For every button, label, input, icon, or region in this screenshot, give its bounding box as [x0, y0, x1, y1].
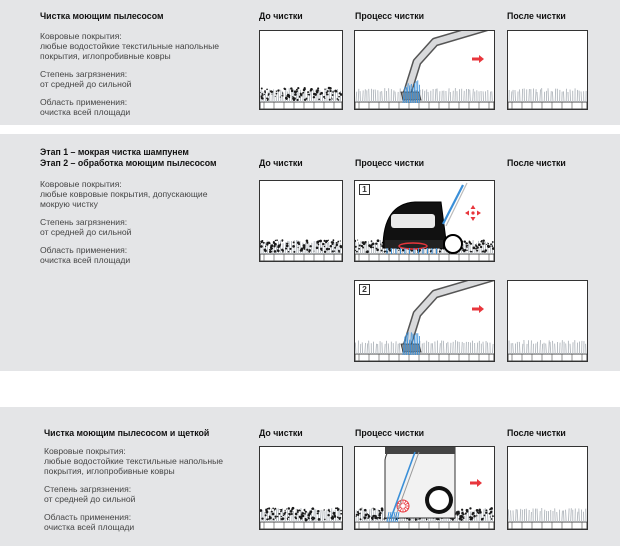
section2-carpet-line2: мокрую чистку	[40, 199, 98, 209]
section3-carpet-line2: покрытия, иглопробивные ковры	[44, 466, 175, 476]
dirty-carpet-illustration	[260, 506, 342, 529]
section3-area-value: очистка всей площади	[44, 522, 135, 532]
section3-before-panel	[259, 446, 343, 530]
section1-process-panel	[354, 30, 495, 110]
step-number-2: 2	[359, 284, 370, 295]
section1-carpet-line1: любые водостойкие текстильные напольные	[40, 41, 220, 51]
brush-vacuum-illustration	[355, 447, 494, 529]
clean-carpet-illustration	[508, 88, 587, 109]
section2-carpet-line1: любые ковровые покрытия, допускающие	[40, 189, 208, 199]
section1-col-before: До чистки	[259, 11, 303, 21]
section2-step1-panel: 1	[354, 180, 495, 262]
section3-area-label: Область применения:	[44, 512, 132, 522]
vacuum-nozzle-illustration	[355, 281, 494, 361]
shampoo-machine-illustration	[355, 182, 494, 261]
section3-col-before: До чистки	[259, 428, 303, 438]
section2-soil-value: от средней до сильной	[40, 227, 132, 237]
section3-soil-label: Степень загрязнения:	[44, 484, 132, 494]
section1-after-panel	[507, 30, 588, 110]
section2-title-step1: Этап 1 – мокрая чистка шампунем	[40, 147, 189, 157]
section3-col-after: После чистки	[507, 428, 566, 438]
section3-carpet-line1: любые водостойкие текстильные напольные	[44, 456, 224, 466]
vacuum-nozzle-illustration	[355, 31, 494, 109]
section3-col-process: Процесс чистки	[355, 428, 425, 438]
section1-before-panel	[259, 30, 343, 110]
step-number-1: 1	[359, 184, 370, 195]
section1-area-label: Область применения:	[40, 97, 128, 107]
section2-col-after: После чистки	[507, 158, 566, 168]
dirty-carpet-illustration	[260, 239, 342, 261]
section2-before-panel	[259, 180, 343, 262]
section2-area-value: очистка всей площади	[40, 255, 131, 265]
section1-area-value: очистка всей площади	[40, 107, 131, 117]
section2-title-step2: Этап 2 – обработка моющим пылесосом	[40, 158, 217, 168]
clean-carpet-illustration	[508, 508, 587, 529]
section2-col-process: Процесс чистки	[355, 158, 425, 168]
section1-title: Чистка моющим пылесосом	[40, 11, 164, 21]
dirty-carpet-illustration	[260, 86, 342, 109]
section1-carpet-label: Ковровые покрытия:	[40, 31, 122, 41]
clean-carpet-illustration	[508, 340, 587, 361]
section2-area-label: Область применения:	[40, 245, 128, 255]
section2-step2-panel: 2	[354, 280, 495, 362]
section3-process-panel	[354, 446, 495, 530]
section3-after-panel	[507, 446, 588, 530]
section2-col-before: До чистки	[259, 158, 303, 168]
section2-carpet-label: Ковровые покрытия:	[40, 179, 122, 189]
section2-soil-label: Степень загрязнения:	[40, 217, 128, 227]
section3-soil-value: от средней до сильной	[44, 494, 136, 504]
section1-carpet-line2: покрытия, иглопробивные ковры	[40, 51, 171, 61]
section1-soil-label: Степень загрязнения:	[40, 69, 128, 79]
section3-title: Чистка моющим пылесосом и щеткой	[44, 428, 210, 438]
section1-col-process: Процесс чистки	[355, 11, 425, 21]
section2-after-panel	[507, 280, 588, 362]
section1-col-after: После чистки	[507, 11, 566, 21]
section1-soil-value: от средней до сильной	[40, 79, 132, 89]
section3-carpet-label: Ковровые покрытия:	[44, 446, 126, 456]
